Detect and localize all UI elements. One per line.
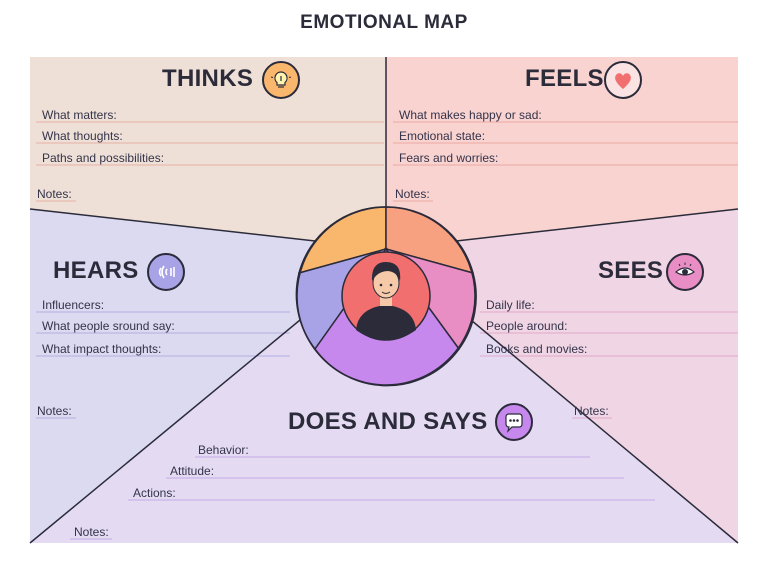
thinks-field-1: What matters: [42,108,117,122]
feels-underlines [393,121,738,202]
sees-title: SEES [598,257,664,284]
hears-field-1: Influencers: [42,298,105,312]
thinks-title: THINKS [162,65,254,92]
lightbulb-icon [262,61,300,99]
thinks-notes: Notes: [37,187,72,201]
does-field-3: Actions: [133,486,176,500]
feels-title: FEELS [525,65,604,92]
sound-waves-icon [147,253,185,291]
feels-field-2: Emotional state: [399,129,486,143]
hears-field-2: What people sround say: [42,319,175,333]
hears-title: HEARS [53,257,139,284]
feels-field-1: What makes happy or sad: [399,108,542,122]
heart-icon [604,61,642,99]
hears-field-3: What impact thoughts: [42,342,162,356]
speech-bubble-icon [495,403,533,441]
sees-field-3: Books and movies: [486,342,588,356]
does-field-2: Attitude: [170,464,215,478]
feels-region [386,57,738,249]
feels-notes: Notes: [395,187,430,201]
thinks-field-2: What thoughts: [42,129,123,143]
sees-underlines [480,311,738,419]
page-title: EMOTIONAL MAP [300,12,468,33]
sees-field-2: People around: [486,319,568,333]
thinks-region [30,57,386,249]
does-region [30,249,738,543]
sees-notes: Notes: [574,404,609,418]
thinks-underlines [36,121,384,202]
sees-field-1: Daily life: [486,298,535,312]
person-avatar [356,262,416,340]
does-underlines [70,456,655,540]
does-title: DOES AND SAYS [288,408,488,435]
hears-notes: Notes: [37,404,72,418]
eye-icon [666,253,704,291]
hears-underlines [36,311,290,419]
does-notes: Notes: [74,525,109,539]
thinks-field-3: Paths and possibilities: [42,151,165,165]
does-field-1: Behavior: [198,443,249,457]
feels-field-3: Fears and worries: [399,151,499,165]
